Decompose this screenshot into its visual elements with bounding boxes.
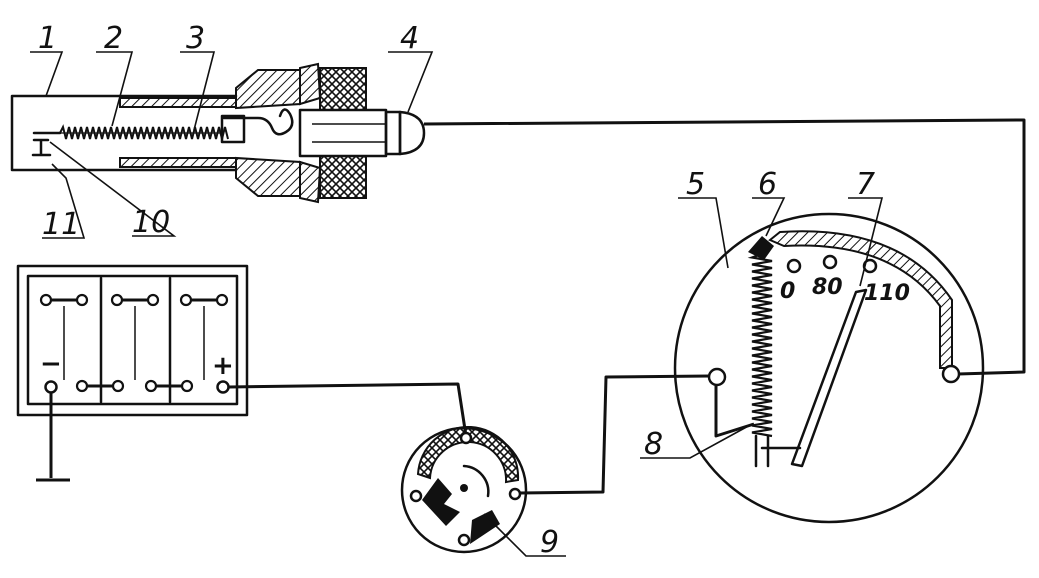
switch-terminal-right (508, 487, 522, 501)
switch-rotor (422, 478, 460, 526)
label-9: 9 (540, 525, 559, 560)
scale-label-0: 0 (780, 279, 795, 304)
gauge-dial (673, 212, 985, 524)
sensor-contact (31, 138, 52, 157)
switch-terminal-bottom (457, 533, 471, 547)
sensor-terminal-cap (398, 110, 426, 156)
gauge-terminal-left (707, 367, 727, 387)
battery: − + (16, 264, 249, 417)
sensor-insulator-bottom (119, 157, 237, 168)
gauge-terminal-right (941, 364, 961, 384)
sensor-thread-neck-bottom (235, 156, 301, 197)
sensor-insulator-top (119, 97, 237, 108)
scale-label-80: 80 (812, 275, 843, 300)
switch-terminal-left (409, 489, 423, 503)
battery-inner-case (26, 274, 239, 406)
battery-minus-sign: − (40, 349, 62, 379)
sensor-housing-top (299, 62, 322, 106)
label-10: 10 (132, 205, 170, 240)
switch-terminal-top (459, 431, 473, 445)
gauge-pointer (790, 288, 868, 468)
switch-rotor-arc (462, 464, 490, 498)
scale-label-110: 110 (864, 281, 910, 306)
battery-cell-link (144, 379, 194, 393)
scale-dot-110 (862, 258, 878, 274)
sensor-spring (59, 124, 229, 140)
battery-cell-link (75, 379, 125, 393)
sensor-terminal-nut (384, 110, 402, 156)
battery-plus-sign: + (212, 351, 234, 381)
battery-outer-case (16, 264, 249, 417)
leader-lines (30, 51, 884, 557)
label-5: 5 (686, 167, 705, 202)
battery-cell-link (179, 293, 229, 307)
battery-cell-link (110, 293, 160, 307)
sensor-thread-neck-top (235, 69, 301, 110)
scale-dot-80 (822, 254, 838, 270)
sensor-stud (298, 108, 388, 158)
wire-switch-to-gauge (519, 374, 711, 495)
sensor-tube (10, 94, 238, 172)
battery-cell-links (39, 293, 229, 393)
label-4: 4 (400, 21, 419, 56)
label-2: 2 (104, 21, 123, 56)
temperature-gauge: 0 80 110 (673, 212, 985, 524)
label-8: 8 (644, 427, 663, 462)
scale-dot-0 (786, 258, 802, 274)
label-3: 3 (186, 21, 205, 56)
wire-battery-to-switch (228, 382, 468, 437)
gauge-bimetal-coil (747, 252, 773, 438)
label-6: 6 (758, 167, 777, 202)
battery-plus-terminal (216, 380, 230, 394)
battery-cell-link (39, 293, 89, 307)
switch-contact-arc (416, 425, 520, 484)
gauge-resistor-arc (768, 230, 953, 369)
sensor-bushing-top (319, 67, 367, 111)
gauge-coil-anchor (748, 236, 774, 260)
ignition-switch (400, 425, 528, 554)
gauge-coil-lead (714, 380, 755, 438)
label-7: 7 (856, 167, 875, 202)
label-1: 1 (38, 21, 57, 56)
wire-sensor-to-gauge (423, 118, 1026, 376)
label-11: 11 (42, 207, 80, 242)
switch-contact-pad (470, 510, 500, 544)
temperature-sensor (10, 62, 426, 204)
sensor-bushing-bottom (319, 155, 367, 199)
battery-minus-terminal (44, 380, 58, 394)
sensor-contact-clip (222, 108, 294, 136)
sensor-housing-bottom (299, 160, 322, 204)
